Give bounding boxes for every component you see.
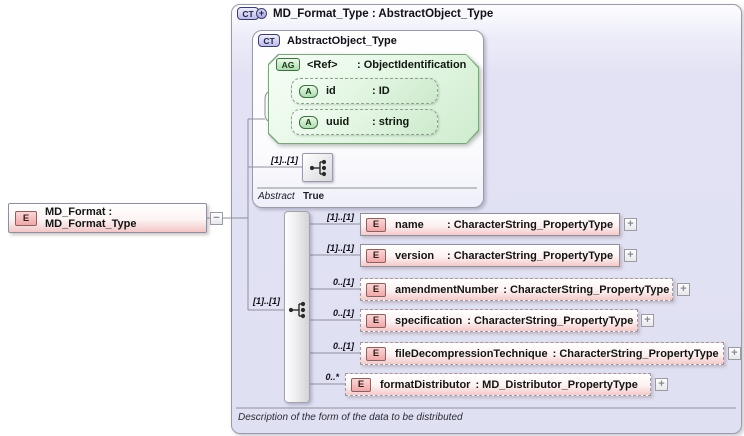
attribute-group-header: AG <Ref> : ObjectIdentification xyxy=(276,58,466,71)
expand-button[interactable]: + xyxy=(728,347,741,360)
element-row-fileDecompressionTechnique[interactable]: E fileDecompressionTechnique : Character… xyxy=(360,342,724,365)
type-description: Description of the form of the data to b… xyxy=(238,412,463,423)
element-row-amendmentNumber[interactable]: E amendmentNumber : CharacterString_Prop… xyxy=(360,278,673,301)
element-badge: E xyxy=(366,313,386,328)
cardinality-label: [1]..[1] xyxy=(327,243,354,253)
attribute-badge: A xyxy=(299,115,318,129)
element-row-specification[interactable]: E specification : CharacterString_Proper… xyxy=(360,309,638,332)
attribute-type: : string xyxy=(372,116,410,128)
cardinality-label: [1]..[1] xyxy=(271,155,298,165)
expand-button[interactable]: + xyxy=(624,218,637,231)
element-type: : CharacterString_PropertyType xyxy=(447,249,614,262)
expand-button[interactable]: + xyxy=(624,249,637,262)
attribute-name: id xyxy=(326,85,336,97)
sequence-icon xyxy=(288,301,306,319)
element-type: : MD_Distributor_PropertyType xyxy=(475,378,638,391)
cardinality-label: [1]..[1] xyxy=(327,212,354,222)
element-badge: E xyxy=(351,377,371,392)
ag-badge: AG xyxy=(276,58,300,71)
derived-plus-icon: + xyxy=(256,8,267,19)
element-row-version[interactable]: E version : CharacterString_PropertyType xyxy=(360,244,620,267)
cardinality-label: [1]..[1] xyxy=(253,296,280,306)
attribute-badge: A xyxy=(299,84,318,98)
cardinality-label: 0..[1] xyxy=(332,341,354,351)
attribute-group-type: : ObjectIdentification xyxy=(357,58,467,71)
ct-badge: CT xyxy=(258,34,280,47)
complex-type-title: MD_Format_Type : AbstractObject_Type xyxy=(273,7,494,20)
element-badge: E xyxy=(15,210,37,226)
attribute-group-name: <Ref> xyxy=(307,58,338,71)
abstract-label: Abstract xyxy=(258,191,295,202)
element-type: : CharacterString_PropertyType xyxy=(503,283,670,296)
element-row-formatDistributor[interactable]: E formatDistributor : MD_Distributor_Pro… xyxy=(345,373,651,396)
expand-button[interactable]: + xyxy=(641,314,654,327)
element-badge: E xyxy=(366,248,386,263)
base-type-header: CT AbstractObject_Type xyxy=(258,34,397,47)
root-element-box[interactable]: E MD_Format : MD_Format_Type xyxy=(8,203,207,233)
element-name: formatDistributor xyxy=(380,378,471,391)
sequence-icon[interactable] xyxy=(302,153,333,182)
cardinality-label: 0..* xyxy=(325,372,339,382)
element-name: amendmentNumber xyxy=(395,283,499,296)
root-element-label: MD_Format : MD_Format_Type xyxy=(45,206,137,230)
element-row-name[interactable]: E name : CharacterString_PropertyType xyxy=(360,213,620,236)
element-type: : CharacterString_PropertyType xyxy=(447,218,614,231)
element-name: version xyxy=(395,249,435,262)
expand-button[interactable]: + xyxy=(655,378,668,391)
sequence-compositor-bar[interactable] xyxy=(284,211,310,403)
element-type: : CharacterString_PropertyType xyxy=(552,347,719,360)
element-type: : CharacterString_PropertyType xyxy=(467,314,634,327)
attribute-type: : ID xyxy=(372,85,390,97)
element-name: name xyxy=(395,218,424,231)
element-name: fileDecompressionTechnique xyxy=(395,347,548,360)
attribute-row-uuid[interactable]: A uuid : string xyxy=(291,109,438,135)
collapse-button[interactable]: − xyxy=(210,212,223,225)
attribute-name: uuid xyxy=(326,116,350,128)
element-name: specification xyxy=(395,314,463,327)
element-badge: E xyxy=(366,346,386,361)
attribute-row-id[interactable]: A id : ID xyxy=(291,78,438,104)
expand-button[interactable]: + xyxy=(677,283,690,296)
complex-type-header: CT + MD_Format_Type : AbstractObject_Typ… xyxy=(237,7,493,20)
cardinality-label: 0..[1] xyxy=(332,308,354,318)
element-badge: E xyxy=(366,282,386,297)
abstract-value: True xyxy=(303,191,325,202)
cardinality-label: 0..[1] xyxy=(332,277,354,287)
complex-type-badge: CT + xyxy=(237,7,267,20)
base-type-title: AbstractObject_Type xyxy=(287,34,397,47)
element-badge: E xyxy=(366,217,386,232)
